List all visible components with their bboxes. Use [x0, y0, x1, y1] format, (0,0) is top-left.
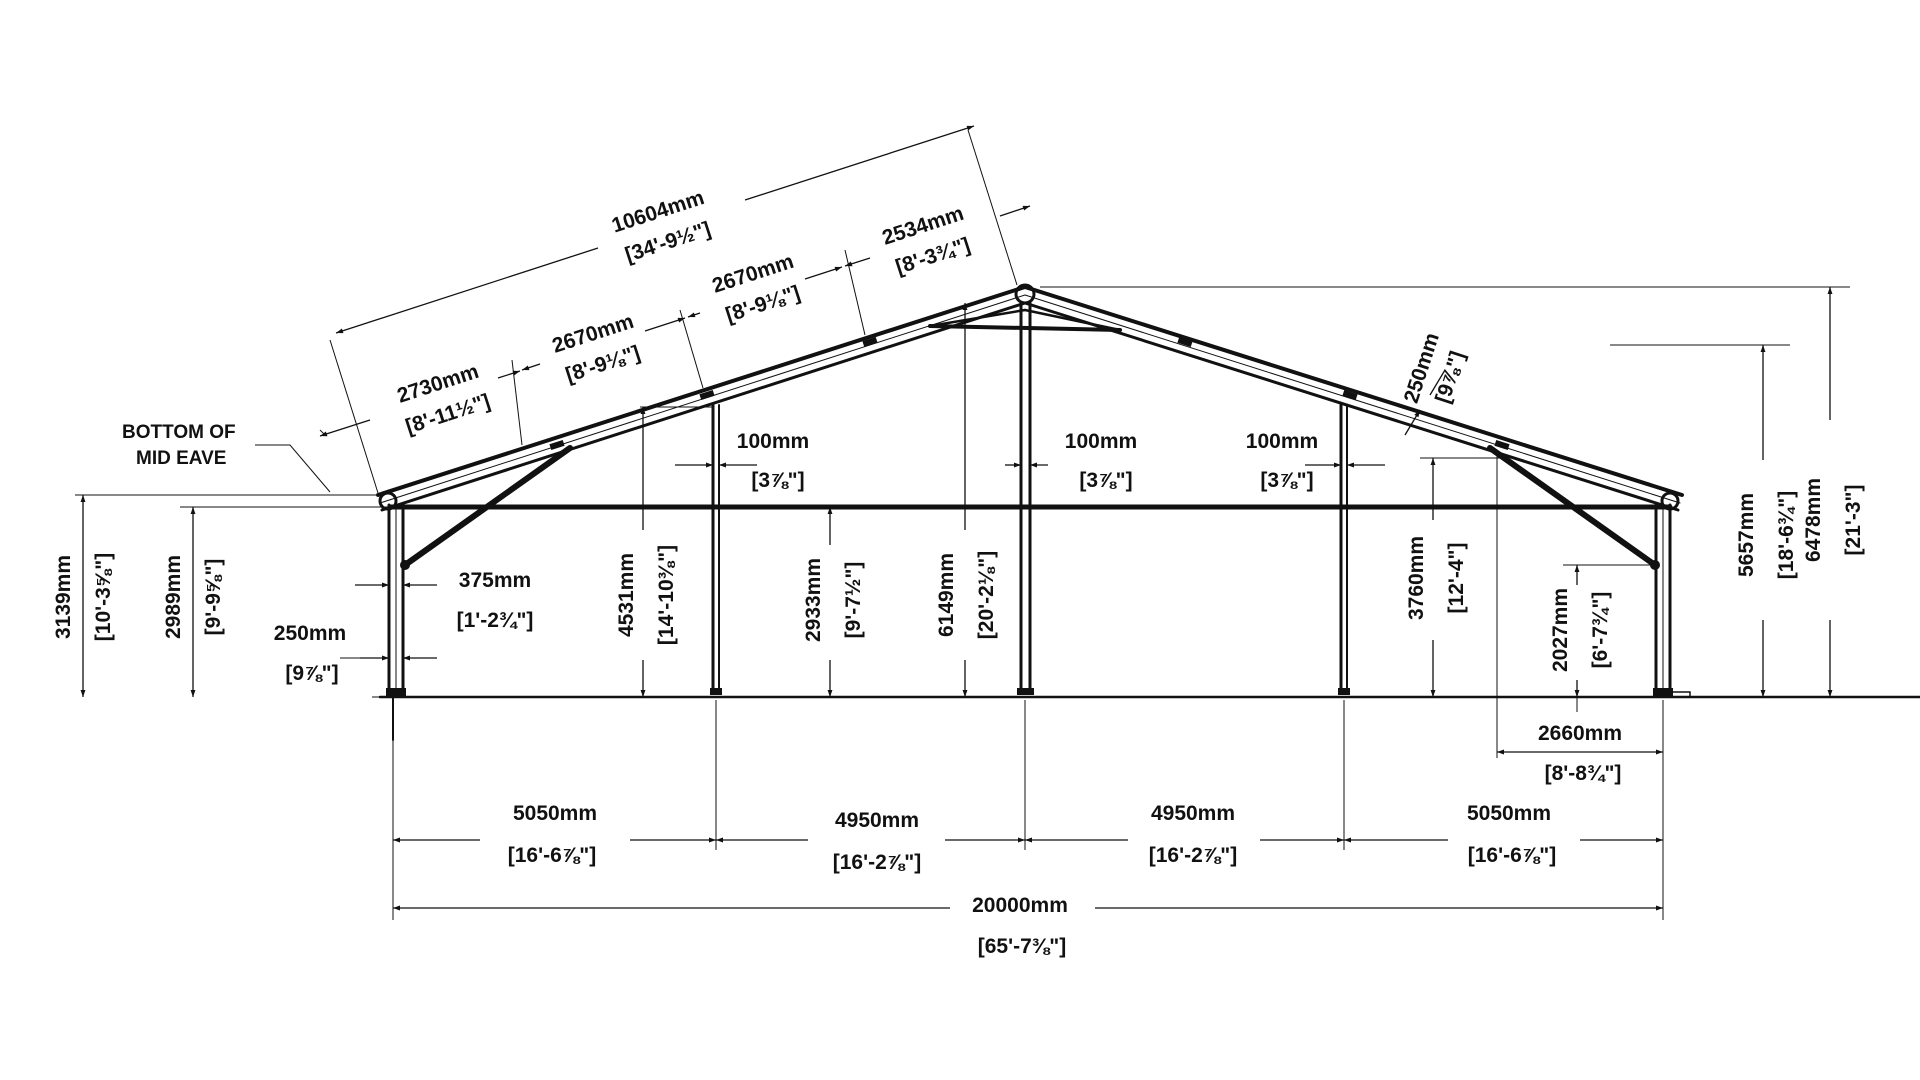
col1-width-imperial: [3⅞"] — [751, 469, 804, 492]
bay4-mm: 5050mm — [1467, 802, 1551, 825]
height-3760-mm: 3760mm — [1405, 536, 1428, 620]
height-4531-mm: 4531mm — [615, 553, 638, 637]
brace-span-imperial: [8'-8¾"] — [1545, 762, 1622, 785]
bay4-imperial: [16'-6⅞"] — [1468, 844, 1556, 867]
leg-width-mm: 250mm — [274, 622, 346, 645]
note-bottom-of-mid-eave-line2: MID EAVE — [136, 448, 226, 469]
height-6478-imperial: [21'-3"] — [1842, 485, 1865, 556]
height-3139-mm: 3139mm — [52, 555, 75, 639]
height-4531-imperial: [14'-10⅜"] — [655, 545, 678, 645]
height-2933-mm: 2933mm — [802, 558, 825, 642]
note-bottom-of-mid-eave-line1: BOTTOM OF — [122, 422, 236, 443]
left-leg — [386, 503, 406, 741]
height-6149-mm: 6149mm — [935, 553, 958, 637]
center-column — [1017, 301, 1034, 695]
col2-width-imperial: [3⅞"] — [1079, 469, 1132, 492]
col2-width-mm: 100mm — [1065, 430, 1137, 453]
right-knee-brace — [1487, 445, 1658, 568]
height-2027-mm: 2027mm — [1549, 588, 1572, 672]
height-6149-imperial: [20'-2⅛"] — [975, 551, 998, 639]
collar-brace — [928, 324, 1122, 332]
leg-offset-imperial: [1'-2¾"] — [457, 609, 534, 632]
bay3-imperial: [16'-2⅞"] — [1149, 844, 1237, 867]
bay2-mm: 4950mm — [835, 809, 919, 832]
leg-offset-mm: 375mm — [459, 569, 531, 592]
bay2-imperial: [16'-2⅞"] — [833, 851, 921, 874]
height-2989-mm: 2989mm — [162, 555, 185, 639]
frame-structure — [376, 283, 1920, 741]
bay1-mm: 5050mm — [513, 802, 597, 825]
column-1 — [710, 403, 722, 695]
brace-span-mm: 2660mm — [1538, 722, 1622, 745]
dimension-lines — [80, 125, 1833, 911]
height-2027-imperial: [6'-7¾"] — [1589, 592, 1612, 669]
extension-lines — [75, 129, 1850, 920]
purlins — [549, 336, 1510, 451]
right-leg — [1653, 503, 1691, 698]
ridge-joint — [1014, 283, 1036, 305]
bay1-imperial: [16'-6⅞"] — [508, 844, 596, 867]
left-knee-brace — [402, 445, 573, 568]
overall-width-imperial: [65'-7⅜"] — [978, 935, 1066, 958]
col3-width-mm: 100mm — [1246, 430, 1318, 453]
height-5657-imperial: [18'-6¾"] — [1775, 491, 1798, 579]
height-2933-imperial: [9'-7½"] — [842, 562, 865, 639]
bay3-mm: 4950mm — [1151, 802, 1235, 825]
height-5657-mm: 5657mm — [1735, 493, 1758, 577]
leg-width-imperial: [9⅞"] — [285, 662, 338, 685]
height-6478-mm: 6478mm — [1802, 478, 1825, 562]
col1-width-mm: 100mm — [737, 430, 809, 453]
col3-width-imperial: [3⅞"] — [1260, 469, 1313, 492]
height-3139-imperial: [10'-3⅝"] — [92, 553, 115, 641]
height-2989-imperial: [9'-9⅝"] — [202, 559, 225, 636]
right-rafter — [1023, 285, 1684, 512]
column-3 — [1338, 403, 1350, 695]
height-3760-imperial: [12'-4"] — [1445, 543, 1468, 614]
overall-width-mm: 20000mm — [972, 894, 1068, 917]
